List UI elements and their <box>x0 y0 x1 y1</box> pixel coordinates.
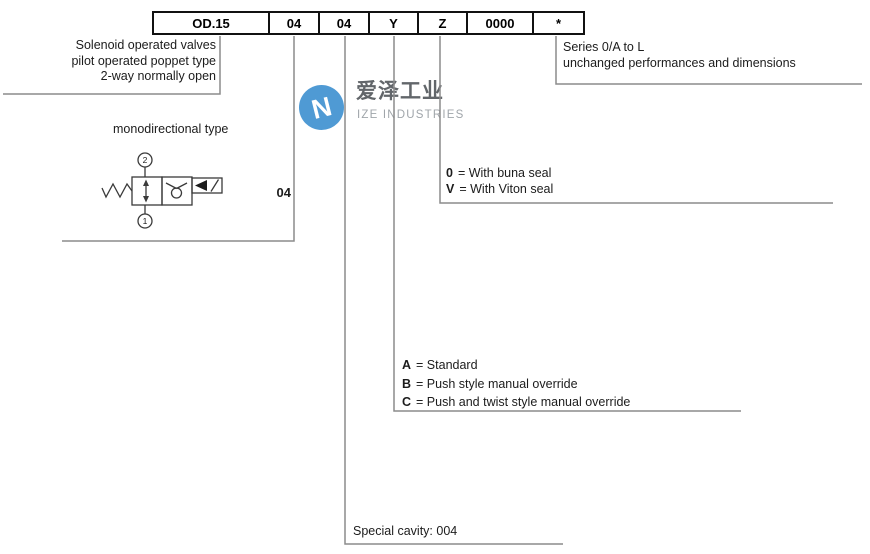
callout-line-override <box>393 36 741 412</box>
code-cell-model: OD.15 <box>192 15 230 31</box>
seal-option-code: V <box>446 182 455 196</box>
port2-label: 2 <box>143 155 148 165</box>
special-cavity-label: Special cavity: 004 <box>353 524 458 538</box>
override-option-code: A <box>402 358 412 372</box>
override-option: C = Push and twist style manual override <box>402 395 630 414</box>
monodirectional-label: monodirectional type <box>113 122 229 136</box>
code-cell-seal: Z <box>417 13 466 33</box>
seal-option-code: 0 <box>446 166 453 180</box>
poppet-seat <box>165 182 188 190</box>
ordering-code-table: OD.15 04 04 Y Z 0000 * <box>152 11 585 35</box>
callout-line-cavity <box>344 36 563 545</box>
series-line: unchanged performances and dimensions <box>563 56 796 70</box>
solenoid-triangle-icon <box>195 180 207 191</box>
description-line: pilot operated poppet type <box>71 53 216 68</box>
code-cell-size: 04 <box>268 13 318 33</box>
override-option-code: B <box>402 376 412 391</box>
ize-logo-icon: N <box>299 85 344 130</box>
override-option: A = Standard <box>402 358 630 377</box>
seal-option: V = With Viton seal <box>446 182 553 198</box>
callout-line-seal <box>439 36 833 204</box>
valve-symbol: 2 1 <box>101 152 223 229</box>
seal-option-text: = With Viton seal <box>459 182 554 196</box>
poppet-ball <box>170 187 183 199</box>
arrow-up-icon <box>143 179 149 186</box>
code-cell-series: * <box>532 13 583 33</box>
override-option-text: = Push style manual override <box>416 376 578 391</box>
override-option: B = Push style manual override <box>402 377 630 396</box>
seal-option-text: = With buna seal <box>457 166 552 180</box>
description-line: 2-way normally open <box>100 69 216 83</box>
callout-line-od15 <box>3 36 221 95</box>
code-cell-override: Y <box>368 13 417 33</box>
callout-line-size04 <box>62 36 295 242</box>
watermark-chinese-text: 爱泽工业 <box>356 80 444 103</box>
code-cell-variant: 0000 <box>466 13 532 33</box>
arrow-down-icon <box>143 196 149 203</box>
seal-option: 0 = With buna seal <box>446 166 553 182</box>
description-line: Solenoid operated valves <box>75 38 216 52</box>
code-cell-cavity: 04 <box>318 13 368 33</box>
watermark-latin-text: IZE INDUSTRIES <box>357 109 465 121</box>
series-line: Series 0/A to L <box>563 40 645 54</box>
callout-line-series <box>555 36 862 85</box>
override-option-text: = Standard <box>416 358 478 372</box>
size-code-label: 04 <box>276 185 291 200</box>
series-note: Series 0/A to L unchanged performances a… <box>563 39 796 71</box>
port1-label: 1 <box>143 216 148 226</box>
spring-icon <box>101 182 133 199</box>
override-option-code: C <box>402 395 412 409</box>
valve-description: Solenoid operated valves pilot operated … <box>0 38 216 85</box>
port1-circle <box>137 213 153 229</box>
override-options: A = Standard B = Push style manual overr… <box>402 358 630 414</box>
override-option-text: = Push and twist style manual override <box>416 395 631 409</box>
seal-options: 0 = With buna seal V = With Viton seal <box>446 166 553 198</box>
